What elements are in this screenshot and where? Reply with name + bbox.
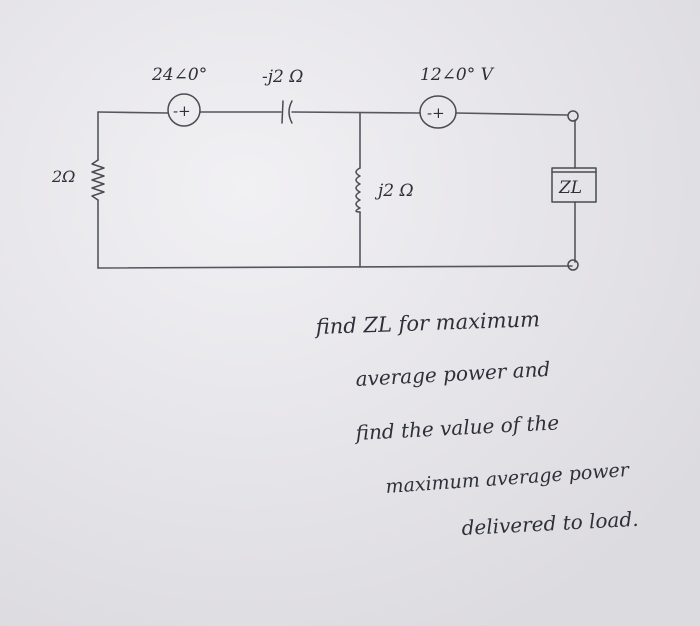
resistor-label: 2Ω bbox=[51, 167, 75, 186]
resistor bbox=[91, 159, 105, 201]
inductor bbox=[355, 167, 361, 213]
voltage-source-1: -+ bbox=[167, 93, 201, 127]
load-label: ZL bbox=[558, 178, 582, 198]
circuit-wires bbox=[97, 111, 576, 269]
capacitor-label: -j2 Ω bbox=[262, 67, 303, 87]
source1-label: 24∠0° bbox=[151, 65, 207, 85]
load-terminals bbox=[567, 110, 579, 271]
load-impedance bbox=[551, 167, 597, 203]
inductor-label: j2 Ω bbox=[374, 181, 414, 201]
source2-label: 12∠0° V bbox=[420, 65, 495, 85]
source2-polarity: -+ bbox=[427, 104, 445, 122]
voltage-source-2: -+ bbox=[419, 95, 457, 129]
capacitor bbox=[281, 100, 293, 124]
source1-polarity: -+ bbox=[173, 102, 191, 120]
